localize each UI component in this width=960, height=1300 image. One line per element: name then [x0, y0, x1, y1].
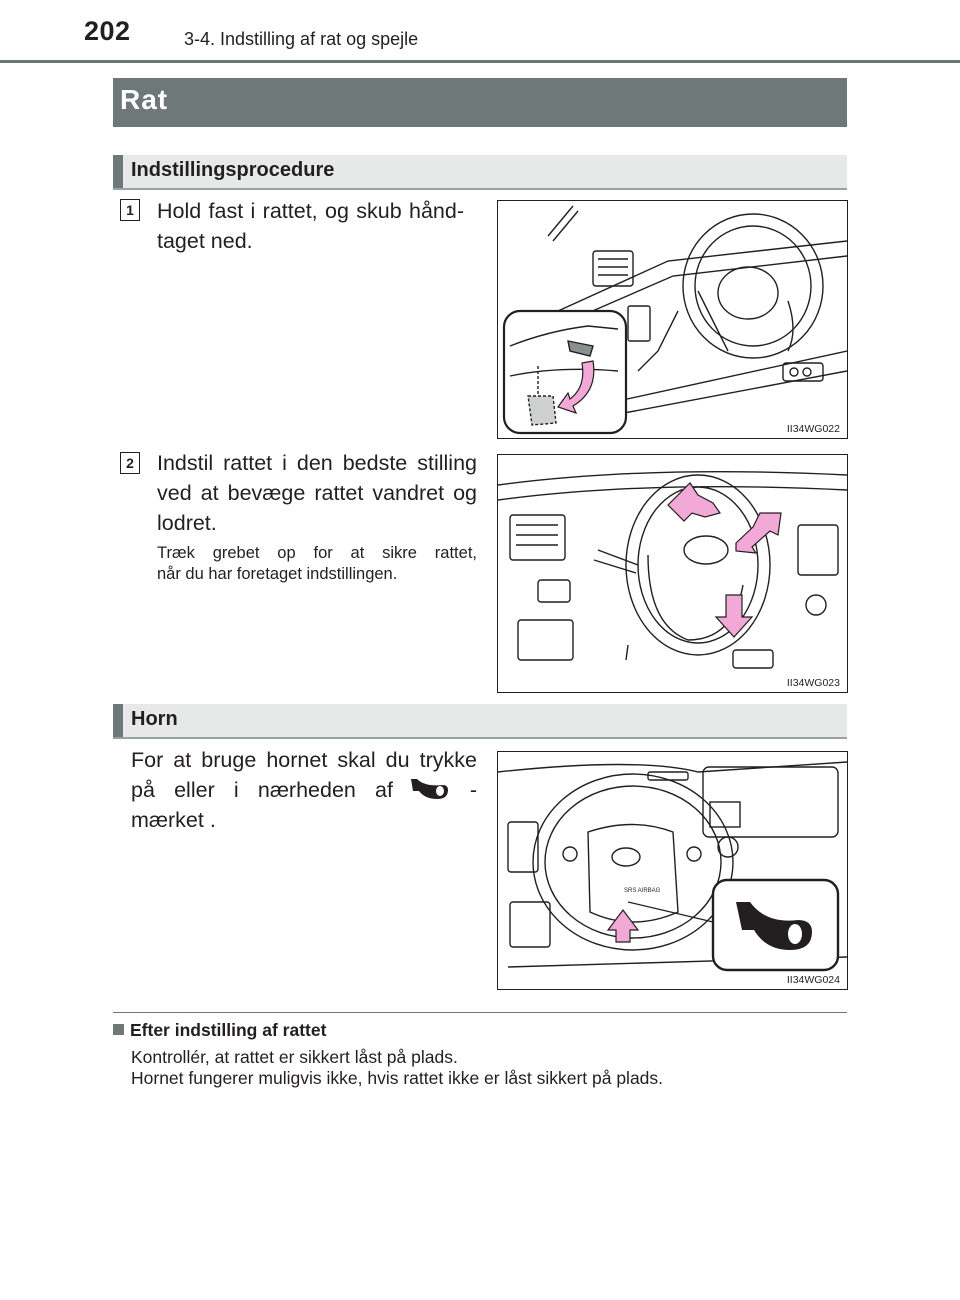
horn-heading: Horn	[131, 708, 178, 730]
horn-text-line2: på eller i nærheden af -	[131, 775, 477, 805]
horn-text-line2-dash: -	[469, 778, 477, 802]
steering-adjust-illustration: II34WG023	[498, 470, 847, 689]
page-number: 202	[84, 16, 131, 46]
procedure-heading: Indstillingsprocedure	[131, 159, 335, 181]
horn-icon	[410, 779, 448, 799]
step-2-badge: 2	[120, 452, 140, 474]
step-2-note-line1: Træk grebet op for at sikre rattet,	[157, 544, 477, 562]
step-1-badge: 1	[120, 199, 140, 221]
figure-adjust-wheel: II34WG023	[497, 454, 848, 693]
footer-rule	[113, 1012, 847, 1013]
square-bullet-icon	[113, 1024, 124, 1035]
footer-line-2: Hornet fungerer muligvis ikke, hvis ratt…	[131, 1068, 664, 1088]
procedure-heading-bar: Indstillingsprocedure	[113, 155, 847, 190]
footer-heading-text: Efter indstilling af rattet	[130, 1020, 327, 1040]
steering-lever-illustration: II34WG022	[502, 205, 847, 435]
horn-text-line2-start: på eller i nærheden af	[131, 778, 393, 802]
figure-horn: SRS AIRBAG II34WG024	[497, 751, 848, 990]
horn-text-line1: For at bruge hornet skal du trykke	[131, 748, 477, 772]
step-1-text-line2: taget ned.	[157, 229, 253, 253]
figure-2-code: II34WG023	[787, 677, 840, 689]
step-2-text-line2: ved at bevæge rattet vandret og	[157, 481, 477, 505]
horn-heading-bar: Horn	[113, 704, 847, 739]
figure-push-lever: II34WG022	[497, 200, 848, 439]
figure-3-code: II34WG024	[787, 974, 840, 986]
footer-heading: Efter indstilling af rattet	[113, 1020, 326, 1041]
step-1-text-line1: Hold fast i rattet, og skub hånd-	[157, 199, 464, 223]
header-rule	[0, 60, 960, 63]
section-title: Rat	[120, 84, 169, 115]
section-title-bar	[113, 78, 847, 127]
figure-1-code: II34WG022	[787, 423, 840, 435]
airbag-label: SRS AIRBAG	[624, 888, 661, 894]
step-2-text-line3: lodret.	[157, 511, 217, 535]
horn-pad-illustration: SRS AIRBAG II34WG024	[498, 761, 847, 986]
step-2-text-line1: Indstil rattet i den bedste stilling	[157, 451, 477, 475]
footer-line-1: Kontrollér, at rattet er sikkert låst på…	[131, 1047, 458, 1067]
running-header: 3-4. Indstilling af rat og spejle	[184, 29, 419, 49]
horn-text-line3: mærket .	[131, 808, 216, 832]
step-2-note-line2: når du har foretaget indstillingen.	[157, 565, 398, 583]
